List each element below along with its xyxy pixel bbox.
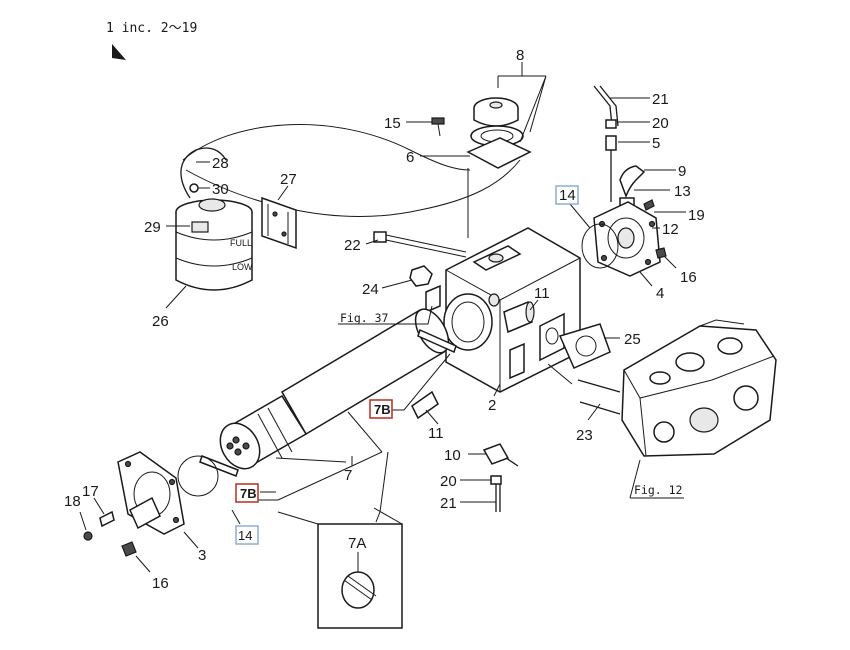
- overflow-hose-outer: [185, 159, 521, 217]
- callout-29: 29: [144, 219, 161, 236]
- callout-5: 5: [652, 135, 660, 152]
- leader-lines: [79, 62, 686, 573]
- tank-bracket-27: [261, 196, 297, 250]
- tank-low-mark: LOW: [232, 262, 253, 272]
- nut-24: [409, 265, 433, 287]
- callout-6: 6: [406, 149, 414, 166]
- callout-18: 18: [64, 493, 81, 510]
- stud-23b: [579, 401, 621, 415]
- callout-19: 19: [688, 207, 705, 224]
- gasket-25: [558, 323, 611, 369]
- fig-37-ref: Fig. 37: [340, 311, 389, 325]
- bolt-19: [643, 199, 655, 211]
- stay-bracket: [425, 284, 441, 314]
- callout-23: 23: [576, 427, 593, 444]
- overflow-hose: [182, 124, 471, 171]
- assembly-arrow-icon: [112, 44, 126, 60]
- callout-7B-bottom: 7B: [240, 486, 257, 501]
- callout-14-right: 14: [559, 187, 576, 204]
- stud-17: [99, 510, 115, 528]
- callout-9: 9: [678, 163, 686, 180]
- bolt-16-bottom: [121, 541, 137, 557]
- elbow-9: [619, 165, 646, 199]
- bolt-22: [373, 231, 467, 258]
- callout-11-bottom: 11: [428, 425, 444, 442]
- end-gasket-top: [417, 328, 457, 354]
- callout-3: 3: [198, 547, 206, 564]
- callout-11-top: 11: [534, 285, 550, 302]
- hose-28: [180, 147, 227, 199]
- callout-8: 8: [516, 47, 524, 64]
- callout-10: 10: [444, 447, 461, 464]
- water-pump-cover-4: [593, 201, 661, 277]
- thermostat-cover-8: [473, 97, 519, 127]
- gasket-6: [466, 137, 532, 169]
- callout-7B-bottom-box: [235, 483, 259, 503]
- callout-7B-top-box: [369, 399, 393, 419]
- callout-21-bottom: 21: [440, 495, 457, 512]
- fig-12-ref: Fig. 12: [634, 483, 682, 497]
- callout-20-bottom: 20: [440, 473, 457, 490]
- nut-20: [605, 119, 617, 129]
- callout-27: 27: [280, 171, 297, 188]
- end-cover-3: [117, 451, 185, 535]
- callout-20-top: 20: [652, 115, 669, 132]
- washer-20-bottom: [490, 475, 502, 485]
- callout-28: 28: [212, 155, 229, 172]
- tank-fill-mark: FULL: [230, 238, 252, 248]
- callout-16-bottom: 16: [152, 575, 169, 592]
- callout-13: 13: [674, 183, 691, 200]
- assembly-note: 1 inc. 2〜19: [106, 21, 197, 36]
- callout-17: 17: [82, 483, 99, 500]
- callout-7A: 7A: [348, 535, 366, 552]
- clamp-30: [189, 183, 199, 193]
- tube-11-bottom: [411, 390, 439, 420]
- callout-16-right: 16: [680, 269, 697, 286]
- bolt-15: [431, 117, 445, 125]
- union-5: [605, 135, 617, 151]
- callout-15: 15: [384, 115, 401, 132]
- end-gasket-bottom: [199, 455, 239, 477]
- drain-cock-10: [482, 443, 510, 465]
- callout-7B-top: 7B: [374, 402, 391, 417]
- stud-23a: [577, 379, 621, 393]
- o-ring-14-right: [581, 223, 619, 269]
- callout-14-left: 14: [238, 528, 252, 543]
- callout-14-right-box: [555, 185, 579, 205]
- callout-14-left-box: [235, 525, 259, 545]
- callout-25: 25: [624, 331, 641, 348]
- callout-26: 26: [152, 313, 169, 330]
- reserve-tank: FULL LOW: [175, 198, 253, 291]
- callout-21-top: 21: [652, 91, 669, 108]
- engine-block: [621, 319, 777, 457]
- callout-7: 7: [344, 467, 352, 484]
- bolt-16-right: [655, 247, 667, 259]
- callout-22: 22: [344, 237, 361, 254]
- callout-12: 12: [662, 221, 679, 238]
- nut-18: [83, 531, 93, 541]
- callout-24: 24: [362, 281, 379, 298]
- heat-exchanger-tube-7: [219, 308, 450, 470]
- callout-4: 4: [656, 285, 664, 302]
- stud-bracket: [547, 363, 573, 385]
- callout-30: 30: [212, 181, 229, 198]
- callout-2: 2: [488, 397, 496, 414]
- o-ring-14-left: [177, 455, 219, 497]
